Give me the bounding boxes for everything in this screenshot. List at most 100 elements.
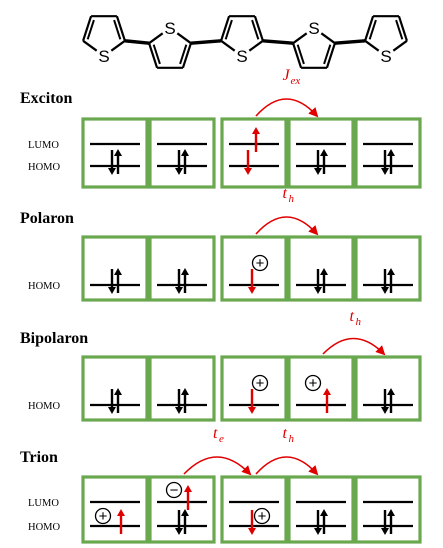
bond	[220, 39, 236, 52]
lumo-spin-up-arrow-head	[252, 127, 260, 134]
transfer-arc-arrow	[255, 456, 319, 476]
charge-sign: −	[170, 482, 179, 499]
site-box	[148, 355, 216, 422]
homo-spin-down-arrow-head	[381, 528, 389, 535]
bond	[82, 15, 93, 42]
homo-spin-down-arrow-head	[108, 407, 116, 414]
thiophene-ring: S	[364, 15, 408, 66]
transfer-symbol: t	[283, 185, 288, 202]
charge-circle-icon	[304, 374, 322, 392]
homo-spin-up-arrow-head	[181, 388, 189, 395]
site-box	[81, 235, 149, 302]
inter-ring-bond	[334, 39, 366, 45]
bond	[148, 42, 159, 69]
site-border	[354, 475, 422, 544]
homo-spin-down-arrow-head	[248, 287, 256, 294]
site-box	[287, 235, 355, 302]
double-bond	[395, 19, 404, 40]
homo-spin-up-arrow-head	[181, 509, 189, 516]
site-box	[287, 475, 355, 544]
section-title: Trion	[20, 449, 58, 466]
homo-spin-down-arrow-head	[248, 407, 256, 414]
charge-circle-icon	[251, 254, 269, 272]
charge-circle-icon	[253, 507, 271, 525]
sulfur-atom-label: S	[98, 47, 109, 66]
homo-spin-up-arrow-head	[181, 268, 189, 275]
bond	[181, 42, 192, 69]
transfer-subscript: h	[289, 433, 295, 445]
homo-spin-up-arrow-head	[117, 509, 125, 516]
transfer-arc-arrow	[322, 337, 386, 356]
site-box: +	[220, 235, 288, 302]
site-border	[220, 355, 288, 422]
homo-label: HOMO	[28, 162, 61, 173]
bond	[176, 32, 192, 45]
homo-spin-down-arrow-head	[381, 168, 389, 175]
site-box	[354, 117, 422, 189]
sulfur-atom-label: S	[380, 47, 391, 66]
site-border	[148, 117, 216, 189]
site-box: +	[220, 475, 288, 544]
site-box	[354, 235, 422, 302]
homo-spin-up-arrow-head	[181, 149, 189, 156]
homo-spin-up-arrow-head	[387, 509, 395, 516]
double-bond	[251, 19, 260, 40]
homo-spin-down-arrow-head	[314, 287, 322, 294]
bond	[397, 15, 408, 42]
bond	[248, 39, 264, 52]
site-box: +	[287, 355, 355, 422]
transfer-symbol: t	[283, 425, 288, 442]
sulfur-atom-label: S	[236, 47, 247, 66]
lumo-label: LUMO	[28, 498, 59, 509]
homo-spin-up-arrow-head	[320, 268, 328, 275]
site-border	[287, 355, 355, 422]
bond	[110, 39, 126, 52]
homo-label: HOMO	[28, 281, 61, 292]
inter-ring-bond	[190, 39, 222, 45]
site-border	[81, 355, 149, 422]
site-box: +	[220, 355, 288, 422]
homo-spin-down-arrow-head	[381, 287, 389, 294]
site-box: −	[148, 475, 216, 544]
site-border	[220, 235, 288, 302]
site-box	[81, 117, 149, 189]
section-title: Bipolaron	[20, 330, 88, 347]
bond	[364, 15, 375, 42]
transfer-symbol: J	[283, 67, 291, 84]
charge-sign: +	[258, 508, 267, 525]
site-border	[81, 117, 149, 189]
site-border	[148, 475, 216, 544]
transfer-symbol: t	[213, 425, 218, 442]
homo-spin-up-arrow-head	[114, 149, 122, 156]
charge-circle-icon	[251, 374, 269, 392]
site-border	[81, 475, 149, 544]
bond	[364, 39, 380, 52]
transfer-arc-arrow	[255, 216, 319, 236]
transfer-symbol: t	[350, 308, 355, 325]
bond	[148, 32, 164, 45]
site-border	[287, 117, 355, 189]
sulfur-atom-label: S	[308, 19, 319, 38]
site-box	[287, 117, 355, 189]
homo-spin-down-arrow-head	[175, 287, 183, 294]
site-border	[148, 355, 216, 422]
site-box	[220, 117, 288, 189]
homo-spin-down-arrow-head	[175, 168, 183, 175]
thiophene-ring: S	[292, 19, 336, 69]
transfer-arc-arrow	[255, 98, 319, 118]
double-bond	[86, 19, 95, 40]
homo-label: HOMO	[28, 401, 61, 412]
site-box	[354, 475, 422, 544]
double-bond	[296, 44, 305, 65]
bond	[253, 15, 264, 42]
homo-spin-up-arrow-head	[387, 149, 395, 156]
homo-spin-up-arrow-head	[320, 509, 328, 516]
site-border	[287, 235, 355, 302]
transfer-subscript: h	[289, 193, 295, 205]
